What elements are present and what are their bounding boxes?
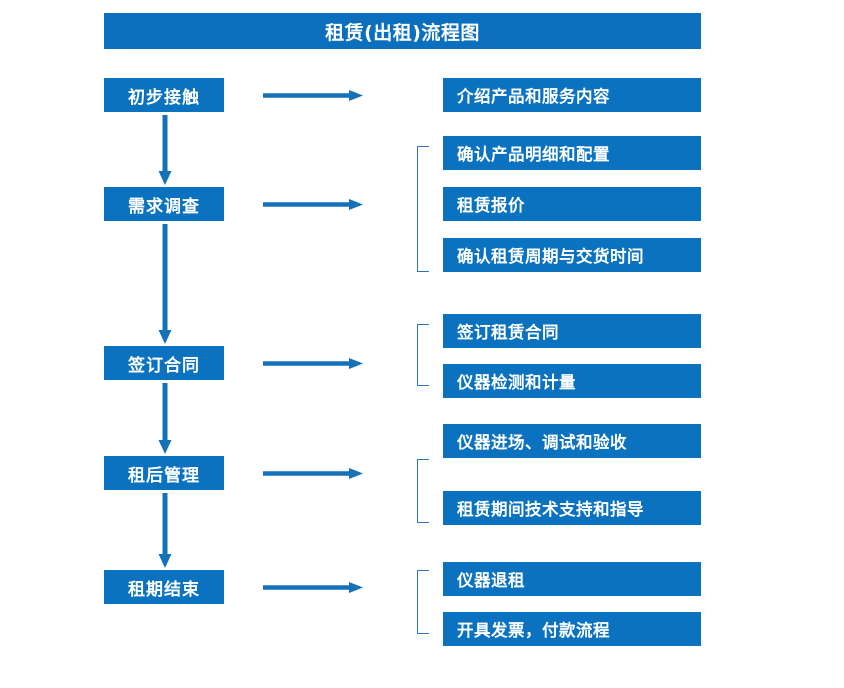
detail-node-label: 介绍产品和服务内容 xyxy=(457,87,610,106)
detail-node-签订租赁合同[interactable]: 签订租赁合同 xyxy=(443,314,701,348)
detail-node-确认产品明细和配置[interactable]: 确认产品明细和配置 xyxy=(443,136,701,170)
detail-node-仪器检测和计量[interactable]: 仪器检测和计量 xyxy=(443,364,701,398)
detail-node-租赁期间技术支持和指导[interactable]: 租赁期间技术支持和指导 xyxy=(443,491,701,525)
detail-node-label: 确认产品明细和配置 xyxy=(457,145,610,164)
detail-node-label: 仪器退租 xyxy=(457,571,525,590)
flowchart-title-bar: 租赁(出租)流程图 xyxy=(104,13,701,49)
detail-node-label: 签订租赁合同 xyxy=(457,323,559,342)
arrow-right-stage-1 xyxy=(263,90,363,101)
arrow-right-stage-3 xyxy=(263,358,363,369)
group-bracket-stage-4 xyxy=(417,459,429,523)
arrow-right-stage-4 xyxy=(263,468,363,479)
detail-node-label: 仪器检测和计量 xyxy=(457,373,576,392)
detail-node-label: 租赁期间技术支持和指导 xyxy=(457,500,644,519)
detail-node-label: 开具发票，付款流程 xyxy=(457,621,610,640)
detail-node-开具发票付款流程[interactable]: 开具发票，付款流程 xyxy=(443,612,701,646)
stage-node-初步接触[interactable]: 初步接触 xyxy=(104,78,224,112)
stage-node-label: 初步接触 xyxy=(128,87,200,108)
arrow-right-stage-2 xyxy=(263,199,363,210)
stage-node-签订合同[interactable]: 签订合同 xyxy=(104,346,224,380)
stage-node-需求调查[interactable]: 需求调查 xyxy=(104,187,224,221)
detail-node-label: 仪器进场、调试和验收 xyxy=(457,433,627,452)
group-bracket-stage-3 xyxy=(417,324,429,386)
detail-node-确认租赁周期与交货时间[interactable]: 确认租赁周期与交货时间 xyxy=(443,238,701,272)
arrow-down-stage-1-to-2 xyxy=(158,115,172,185)
detail-node-租赁报价[interactable]: 租赁报价 xyxy=(443,187,701,221)
group-bracket-stage-5 xyxy=(417,570,429,634)
arrow-down-stage-2-to-3 xyxy=(158,224,172,344)
stage-node-租后管理[interactable]: 租后管理 xyxy=(104,456,224,490)
stage-node-label: 需求调查 xyxy=(128,196,200,217)
detail-node-介绍产品和服务内容[interactable]: 介绍产品和服务内容 xyxy=(443,78,701,112)
detail-node-仪器进场调试和验收[interactable]: 仪器进场、调试和验收 xyxy=(443,424,701,458)
detail-node-label: 确认租赁周期与交货时间 xyxy=(457,247,644,266)
stage-node-label: 签订合同 xyxy=(128,355,200,376)
detail-node-label: 租赁报价 xyxy=(457,196,525,215)
stage-node-label: 租后管理 xyxy=(128,465,200,486)
stage-node-label: 租期结束 xyxy=(128,579,200,600)
detail-node-仪器退租[interactable]: 仪器退租 xyxy=(443,562,701,596)
stage-node-租期结束[interactable]: 租期结束 xyxy=(104,570,224,604)
group-bracket-stage-2 xyxy=(417,146,429,272)
arrow-right-stage-5 xyxy=(263,582,363,593)
arrow-down-stage-3-to-4 xyxy=(158,383,172,454)
arrow-down-stage-4-to-5 xyxy=(158,493,172,568)
flowchart-title-text: 租赁(出租)流程图 xyxy=(325,21,480,44)
